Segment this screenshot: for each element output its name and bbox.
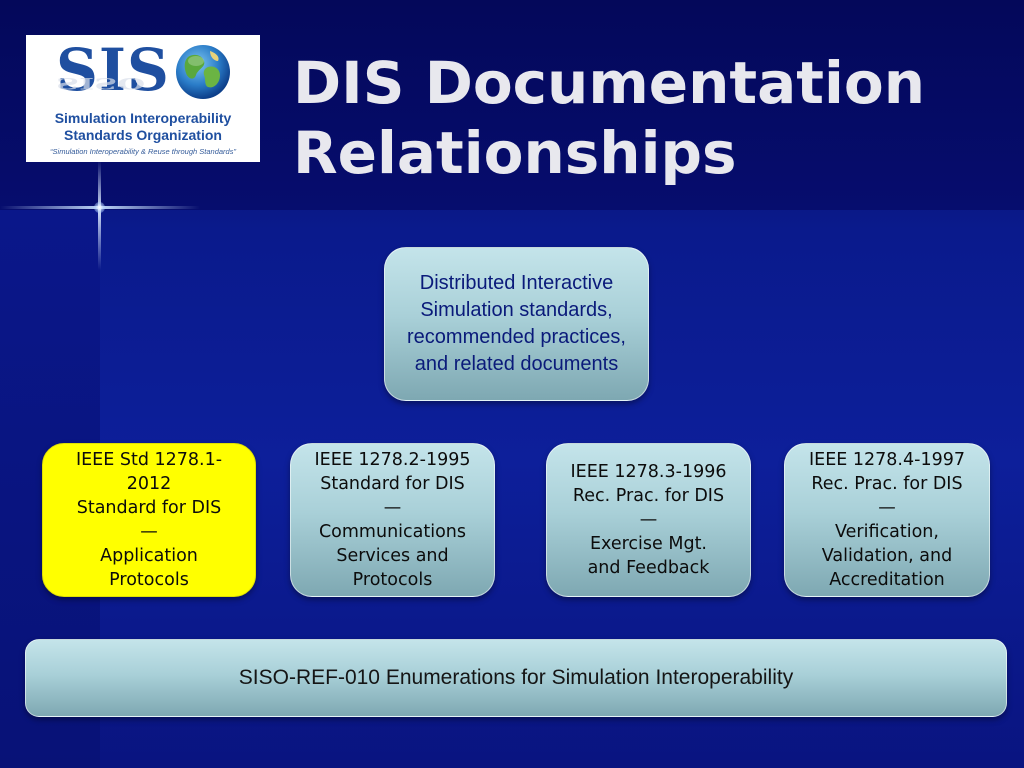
line: Standard for DIS xyxy=(76,498,222,518)
standard-node-1278-4: IEEE 1278.4-1997 Rec. Prac. for DIS — Ve… xyxy=(784,443,990,597)
sparkle-vertical xyxy=(98,160,101,270)
line: and Feedback xyxy=(587,558,710,578)
line: Validation, and xyxy=(821,546,953,566)
line: Accreditation xyxy=(829,570,945,590)
siso-logo: SIS SISO Simulation Interoperability Sta… xyxy=(26,35,260,162)
line: — xyxy=(639,510,658,530)
standard-node-text: IEEE 1278.3-1996 Rec. Prac. for DIS — Ex… xyxy=(571,460,727,580)
line: IEEE 1278.2-1995 xyxy=(314,450,471,470)
logo-org-line2: Standards Organization xyxy=(64,127,222,143)
title-line-1: DIS Documentation xyxy=(293,49,926,117)
logo-reflection: SISO xyxy=(56,74,146,93)
standard-node-1278-1: IEEE Std 1278.1- 2012 Standard for DIS —… xyxy=(42,443,256,597)
line: IEEE 1278.3-1996 xyxy=(570,462,727,482)
standard-node-1278-3: IEEE 1278.3-1996 Rec. Prac. for DIS — Ex… xyxy=(546,443,751,597)
standard-node-text: IEEE Std 1278.1- 2012 Standard for DIS —… xyxy=(76,448,222,592)
line: Application xyxy=(100,546,198,566)
globe-icon xyxy=(176,45,230,99)
logo-tagline: “Simulation Interoperability & Reuse thr… xyxy=(50,147,236,156)
line: Rec. Prac. for DIS xyxy=(811,474,963,494)
line: Communications xyxy=(318,522,467,542)
line: — xyxy=(383,498,402,518)
root-node-text: Distributed Interactive Simulation stand… xyxy=(407,272,626,375)
line: — xyxy=(140,522,158,542)
logo-wordmark: SIS xyxy=(56,36,170,104)
line: Protocols xyxy=(352,570,433,590)
root-node: Distributed Interactive Simulation stand… xyxy=(384,247,649,401)
standard-node-text: IEEE 1278.4-1997 Rec. Prac. for DIS — Ve… xyxy=(809,448,965,592)
line: Exercise Mgt. xyxy=(589,534,707,554)
line: Services and xyxy=(336,546,449,566)
sparkle-icon xyxy=(94,202,105,213)
enumerations-node: SISO-REF-010 Enumerations for Simulation… xyxy=(25,639,1007,717)
title-line-2: Relationships xyxy=(293,119,737,187)
line: Standard for DIS xyxy=(320,474,465,494)
line: IEEE 1278.4-1997 xyxy=(809,450,965,470)
enumerations-node-text: SISO-REF-010 Enumerations for Simulation… xyxy=(238,666,794,689)
line: IEEE Std 1278.1- xyxy=(75,450,223,470)
logo-org-line1: Simulation Interoperability xyxy=(54,110,232,126)
line: 2012 xyxy=(126,474,172,494)
standard-node-text: IEEE 1278.2-1995 Standard for DIS — Comm… xyxy=(315,448,471,592)
line: Protocols xyxy=(109,570,189,590)
line: — xyxy=(878,498,896,518)
standard-node-1278-2: IEEE 1278.2-1995 Standard for DIS — Comm… xyxy=(290,443,495,597)
line: Verification, xyxy=(835,522,939,542)
line: Rec. Prac. for DIS xyxy=(572,486,725,506)
slide-title: DIS Documentation Relationships xyxy=(293,48,993,188)
